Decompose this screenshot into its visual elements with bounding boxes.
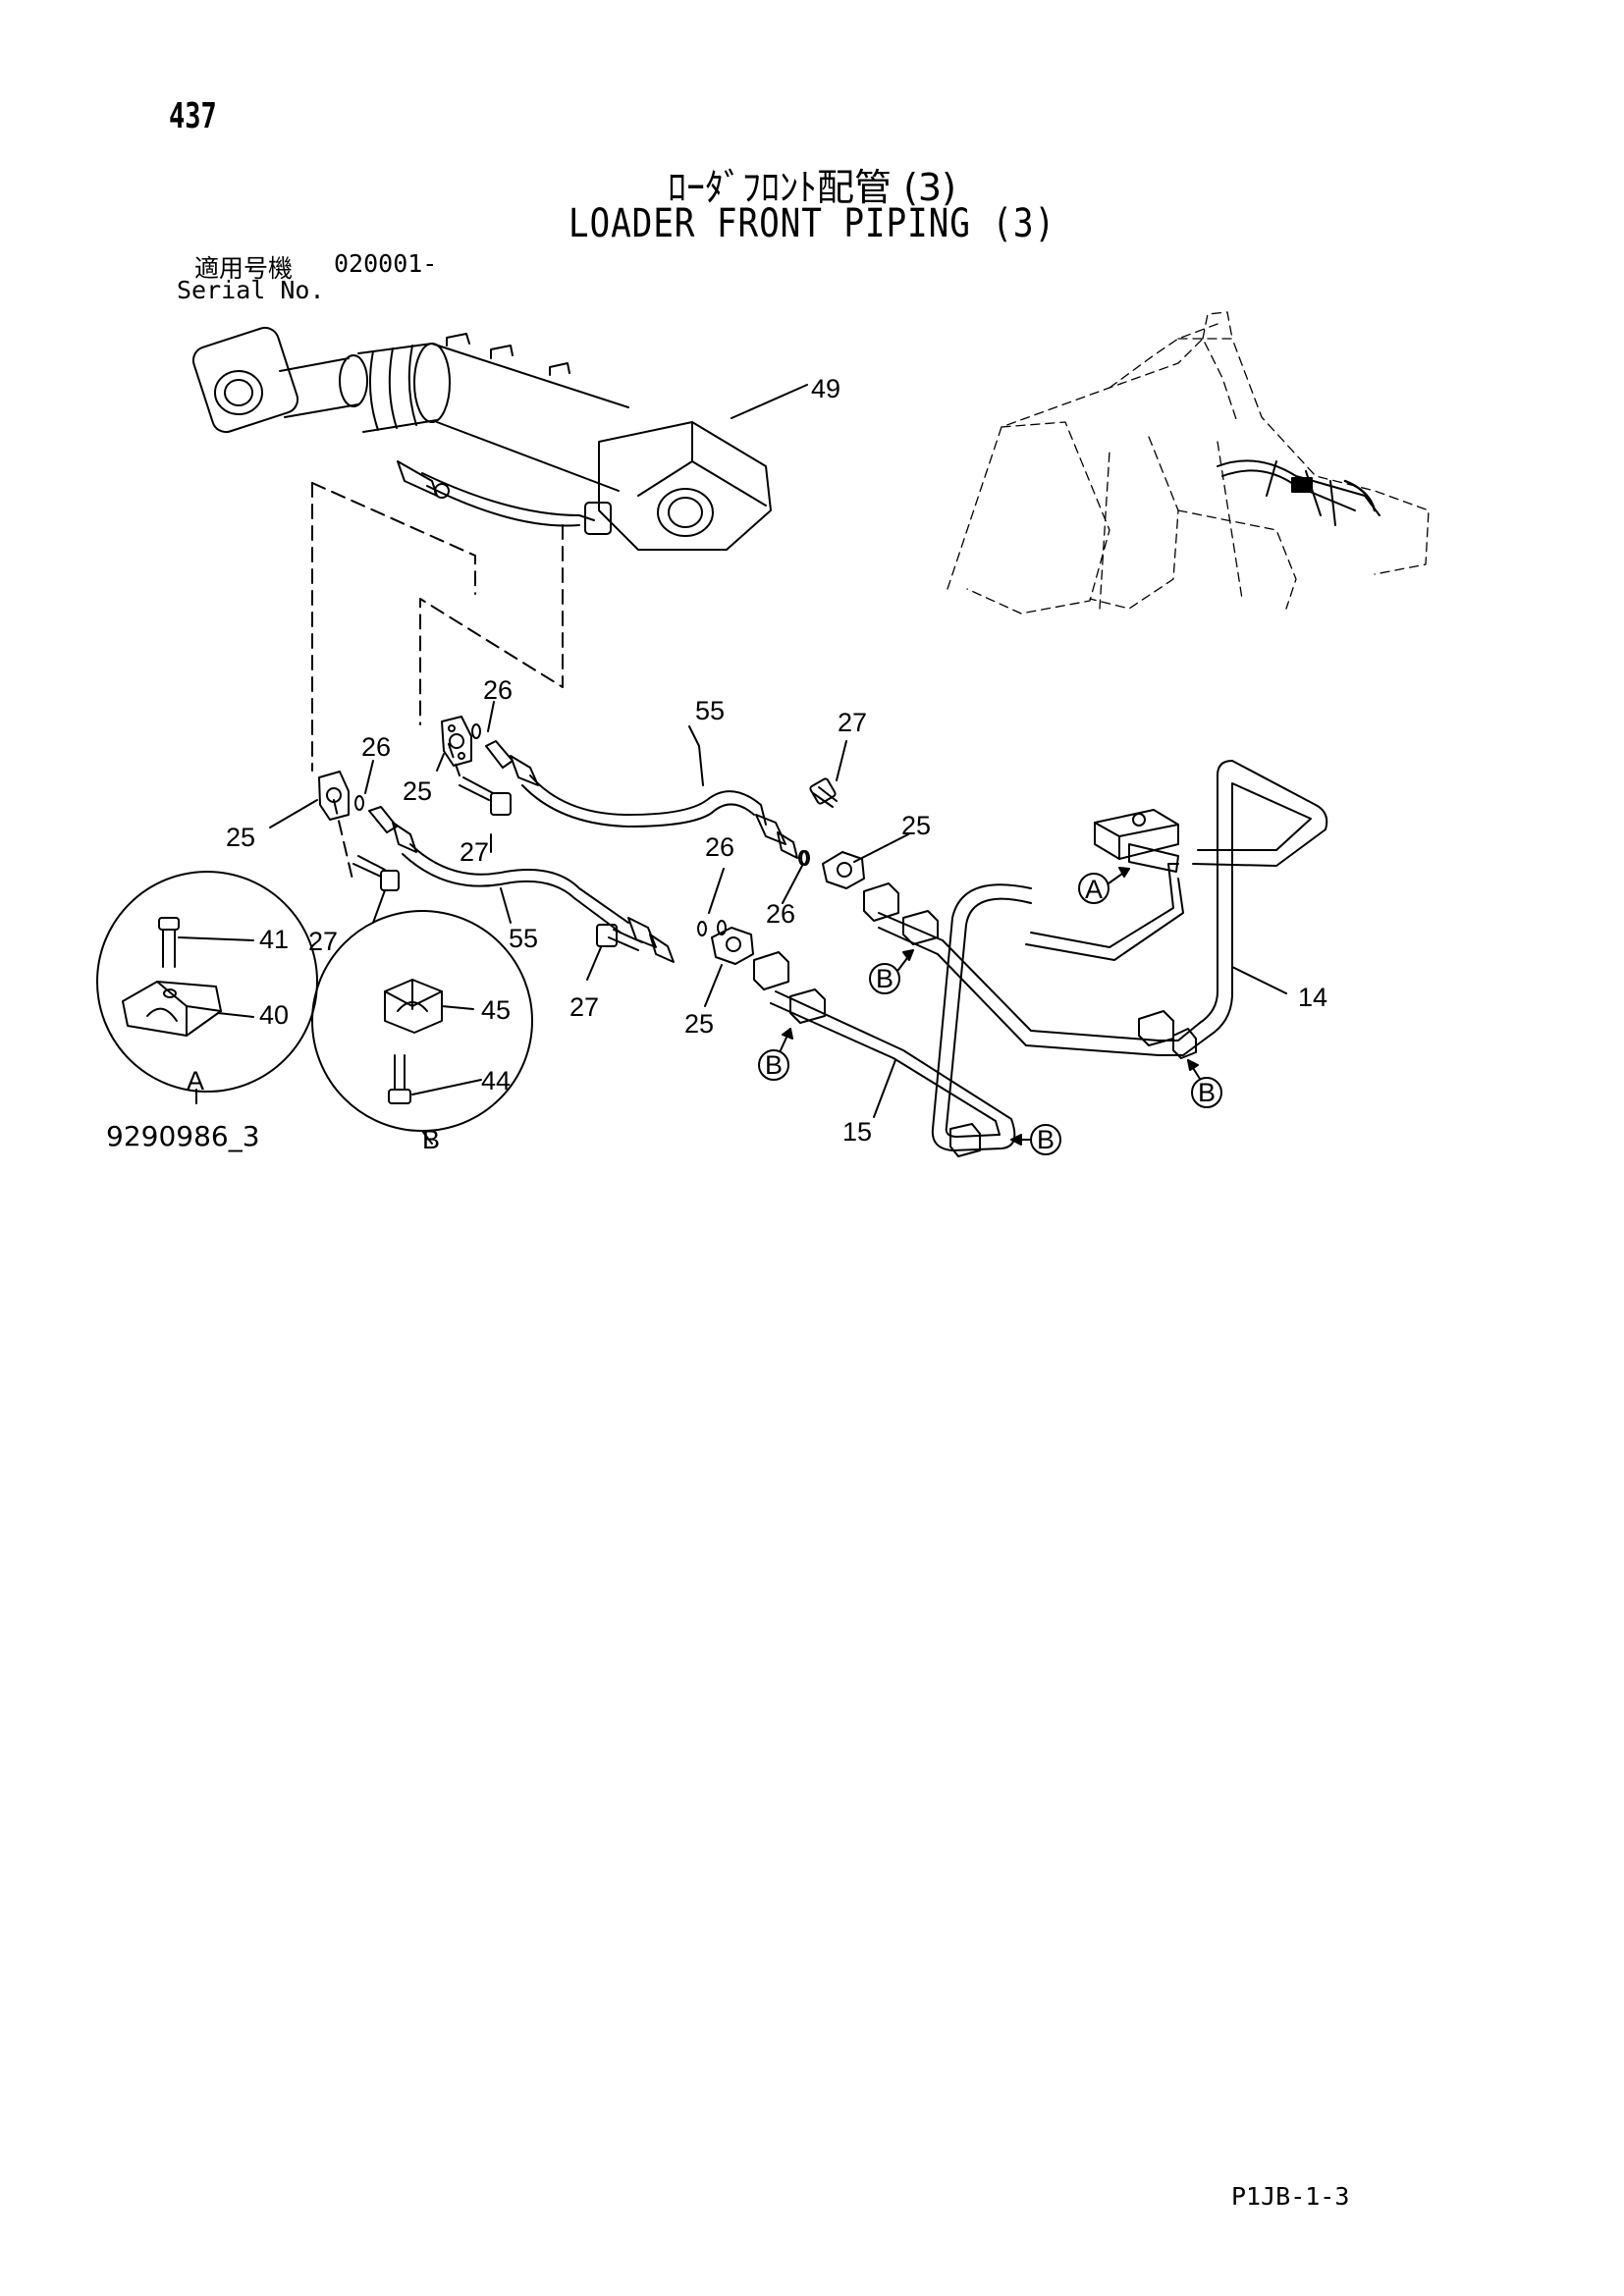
detail-a-label: A	[187, 1066, 204, 1095]
pipes-14-15	[753, 760, 1328, 1157]
title-english: LOADER FRONT PIPING (3)	[568, 201, 1056, 246]
callout-41: 41	[259, 925, 289, 954]
callout-27-d: 27	[569, 992, 599, 1022]
serial-label-japanese: 適用号機	[194, 254, 294, 283]
callout-40: 40	[259, 1000, 289, 1030]
callout-44: 44	[481, 1066, 511, 1095]
callout-55-a: 55	[695, 696, 725, 725]
callout-55-b: 55	[509, 924, 538, 953]
callout-14: 14	[1298, 983, 1327, 1012]
page-code: P1JB-1-3	[1231, 2182, 1350, 2211]
ref-b-4: B	[1037, 1125, 1055, 1154]
reference-markers: A B B B B	[758, 867, 1222, 1155]
flanges-25-right	[711, 851, 865, 965]
ref-b-2: B	[765, 1050, 783, 1080]
callout-25-b: 25	[226, 823, 255, 852]
machine-overview-piping	[1217, 459, 1380, 526]
callout-49: 49	[811, 374, 840, 403]
detail-b	[311, 910, 533, 1145]
callout-26-a: 26	[483, 675, 513, 705]
serial-label-english: Serial No.	[177, 276, 325, 304]
hose-55-lower	[318, 771, 810, 963]
page-number: 437	[169, 96, 217, 136]
callout-15: 15	[842, 1117, 872, 1147]
ref-a-main: A	[1085, 875, 1103, 904]
ref-b-3: B	[1198, 1078, 1216, 1107]
callout-27-b: 27	[838, 708, 867, 737]
callout-25-a: 25	[403, 776, 432, 806]
drawing-number: 9290986_3	[106, 1120, 260, 1152]
detail-b-label: B	[422, 1125, 440, 1154]
ref-b-1: B	[876, 964, 893, 993]
callout-25-d: 25	[684, 1009, 714, 1039]
callout-26-c: 26	[705, 832, 734, 862]
serial-value: 020001-	[334, 249, 438, 278]
callout-45: 45	[481, 995, 511, 1025]
leader-49	[731, 384, 808, 419]
callout-26-b: 26	[361, 732, 391, 762]
callout-27-a: 27	[460, 837, 489, 867]
alignment-lines	[311, 482, 564, 884]
hose-55-upper	[441, 716, 808, 866]
detail-a	[96, 871, 318, 1104]
bolts-27	[352, 776, 838, 951]
hydraulic-cylinder	[191, 326, 772, 551]
callouts: 26 26 25 25 55 27 27 25 26 26 27 55 27 2…	[226, 675, 1327, 1147]
machine-overview	[947, 311, 1430, 614]
title-japanese: ﾛｰﾀﾞﾌﾛﾝﾄ配管 (3)	[668, 166, 956, 209]
callout-25-c: 25	[901, 811, 931, 840]
callout-26-d: 26	[766, 899, 795, 929]
